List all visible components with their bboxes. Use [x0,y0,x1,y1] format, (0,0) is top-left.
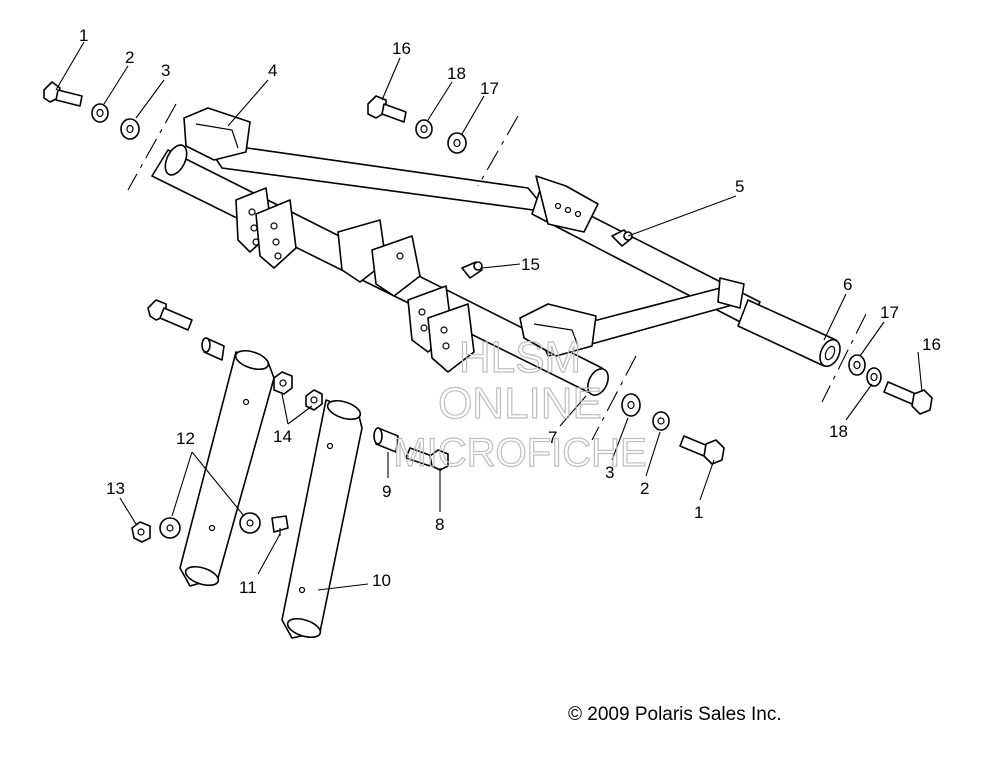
callout-18: 18 [447,64,466,83]
spacer-9-lower [373,427,399,453]
centerline-lower [591,355,637,441]
centerline-right [821,313,867,403]
callout-17: 17 [880,303,899,322]
callout-18: 18 [829,422,848,441]
centerline-upper [477,115,519,187]
nut-13 [131,521,151,543]
bolt-1-lower [679,435,725,465]
callout-3: 3 [605,463,614,482]
bolt-16-upper [367,95,407,123]
watermark-line-2: ONLINE [438,379,602,428]
copyright-notice: © 2009 Polaris Sales Inc. [568,704,782,725]
callout-16: 16 [922,335,941,354]
bolt-8-long [147,299,193,331]
callout-14: 14 [273,427,292,446]
callout-2: 2 [125,48,134,67]
callout-13: 13 [106,479,125,498]
callout-9: 9 [382,482,391,501]
bolt-16-right [883,381,933,415]
centerline-upper-left [127,103,177,191]
callout-16: 16 [392,39,411,58]
link-arm-right [281,399,363,639]
watermark: HLSM ONLINE MICROFICHE [393,332,648,475]
bolt-1-upper-left [43,81,83,107]
watermark-line-1: HLSM [459,333,581,382]
callout-17: 17 [480,79,499,98]
grease-fitting-5 [611,229,633,247]
callout-11: 11 [239,578,257,597]
callout-8: 8 [435,515,444,534]
grease-fitting-15 [461,261,483,279]
link-arm-left [179,349,275,587]
callout-3: 3 [161,61,170,80]
front-torque-arm-frame [151,107,841,396]
stud-11 [271,515,289,536]
callout-10: 10 [372,571,391,590]
callout-5: 5 [735,177,744,196]
callout-7: 7 [548,428,557,447]
spacer-9-upper [201,337,225,361]
watermark-line-3: MICROFICHE [393,431,646,475]
leader-lines [55,41,923,591]
callout-labels: 1 2 3 4 16 18 17 5 15 6 17 16 18 7 3 2 1… [79,26,941,597]
bolt-8 [405,447,449,471]
callout-2: 2 [640,479,649,498]
callout-12: 12 [176,429,195,448]
callout-1: 1 [79,26,88,45]
nut-14 [273,371,323,411]
callout-6: 6 [843,275,852,294]
callout-1: 1 [694,503,703,522]
callout-15: 15 [521,255,540,274]
callout-4: 4 [268,61,277,80]
